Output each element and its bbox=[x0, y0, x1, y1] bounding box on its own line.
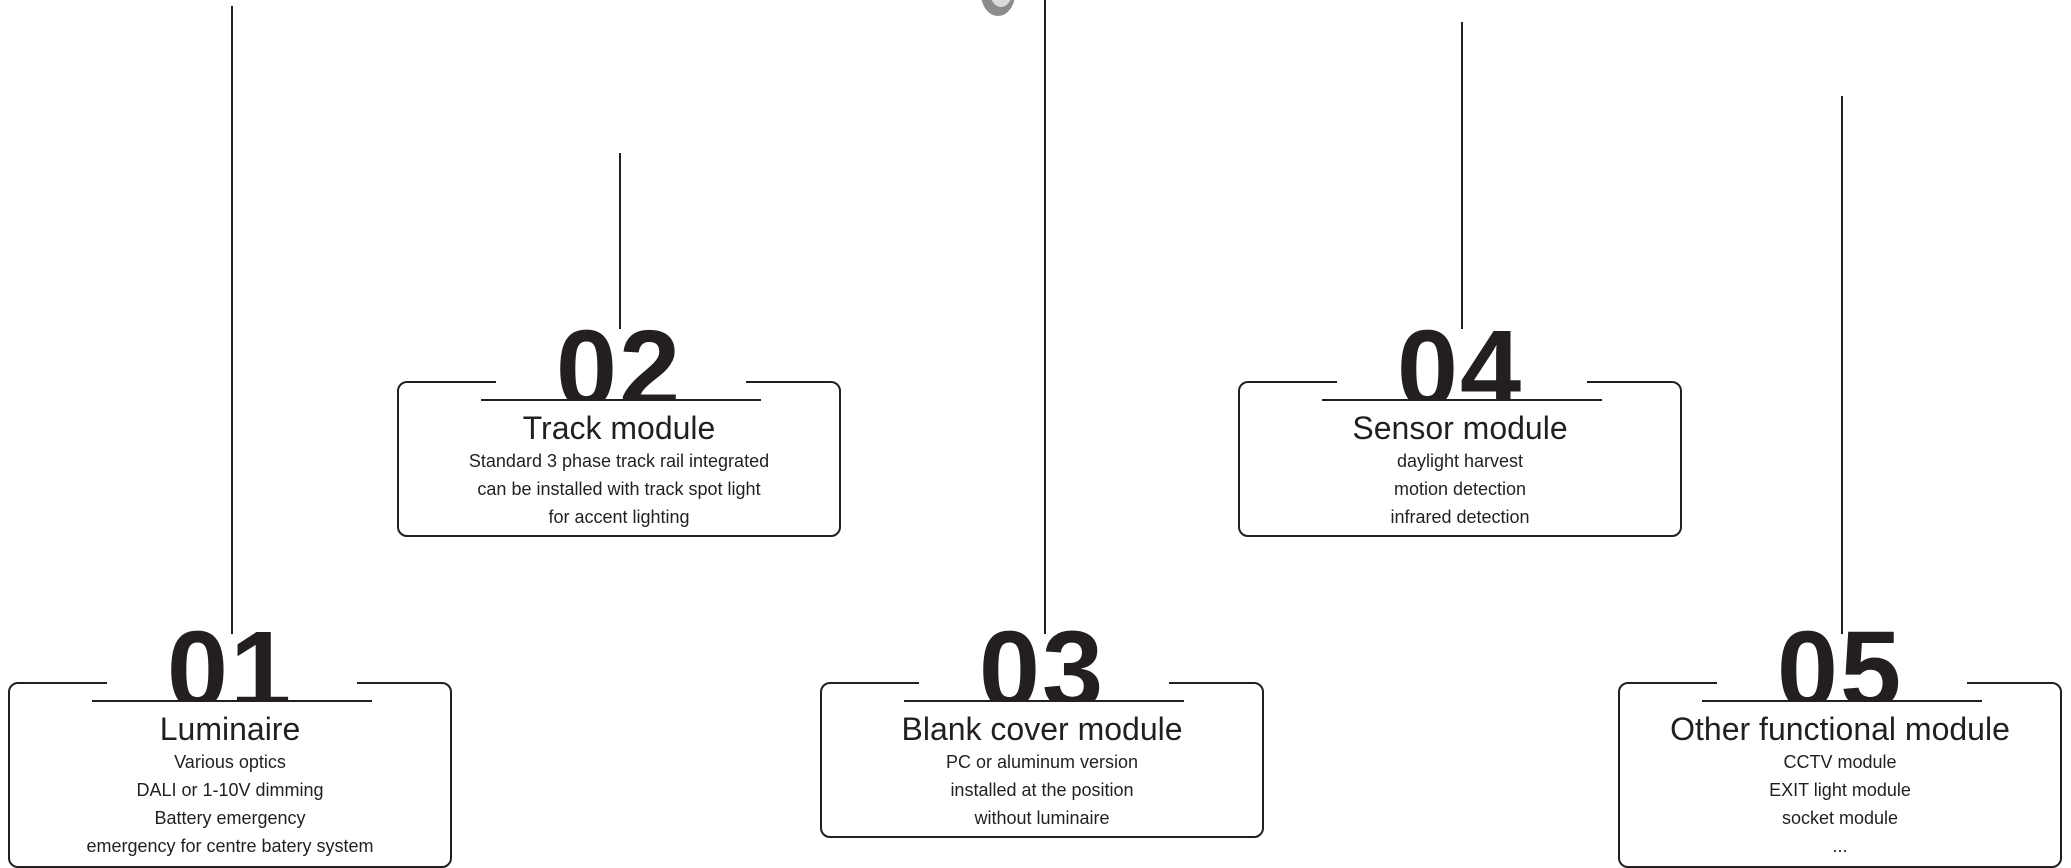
module-number: 04 bbox=[1396, 315, 1524, 399]
module-number: 05 bbox=[1776, 616, 1904, 700]
module-detail: without luminaire bbox=[974, 808, 1110, 828]
module-detail: CCTV module bbox=[1783, 752, 1897, 772]
module-number: 03 bbox=[978, 616, 1106, 700]
leader-line-02 bbox=[619, 153, 621, 329]
module-detail: DALI or 1-10V dimming bbox=[136, 780, 324, 800]
module-detail: Standard 3 phase track rail integrated bbox=[468, 451, 770, 471]
leader-line-05 bbox=[1841, 96, 1843, 634]
divider bbox=[904, 700, 1184, 702]
module-title: Blank cover module bbox=[901, 711, 1183, 747]
module-title: Sensor module bbox=[1352, 410, 1568, 446]
leader-line-01 bbox=[231, 6, 233, 634]
module-card-blank-cover: 03 Blank cover module PC or aluminum ver… bbox=[820, 616, 1264, 838]
divider bbox=[92, 700, 372, 702]
module-detail: can be installed with track spot light bbox=[477, 479, 761, 499]
module-detail: ... bbox=[1832, 836, 1848, 856]
divider bbox=[481, 399, 761, 401]
divider bbox=[1702, 700, 1982, 702]
module-detail: motion detection bbox=[1393, 479, 1527, 499]
module-card-other: 05 Other functional module CCTV module E… bbox=[1618, 616, 2062, 868]
leader-line-03 bbox=[1044, 0, 1046, 634]
divider bbox=[1322, 399, 1602, 401]
module-detail: socket module bbox=[1781, 808, 1899, 828]
module-card-track: 02 Track module Standard 3 phase track r… bbox=[397, 315, 841, 537]
module-detail: emergency for centre batery system bbox=[86, 836, 374, 856]
module-card-sensor: 04 Sensor module daylight harvest motion… bbox=[1238, 315, 1682, 537]
module-title: Track module bbox=[522, 410, 716, 446]
module-detail: Battery emergency bbox=[154, 808, 306, 828]
leader-line-04 bbox=[1461, 22, 1463, 329]
module-card-luminaire: 01 Luminaire Various optics DALI or 1-10… bbox=[8, 616, 452, 868]
module-title: Other functional module bbox=[1670, 711, 2010, 747]
module-detail: for accent lighting bbox=[548, 507, 690, 527]
module-detail: EXIT light module bbox=[1769, 780, 1911, 800]
module-detail: infrared detection bbox=[1390, 507, 1530, 527]
product-fragment-icon bbox=[981, 0, 1015, 16]
module-number: 02 bbox=[555, 315, 683, 399]
module-number: 01 bbox=[166, 616, 294, 700]
module-detail: installed at the position bbox=[950, 780, 1134, 800]
module-detail: PC or aluminum version bbox=[945, 752, 1139, 772]
module-title: Luminaire bbox=[159, 711, 301, 747]
module-detail: daylight harvest bbox=[1396, 451, 1524, 471]
module-detail: Various optics bbox=[174, 752, 286, 772]
